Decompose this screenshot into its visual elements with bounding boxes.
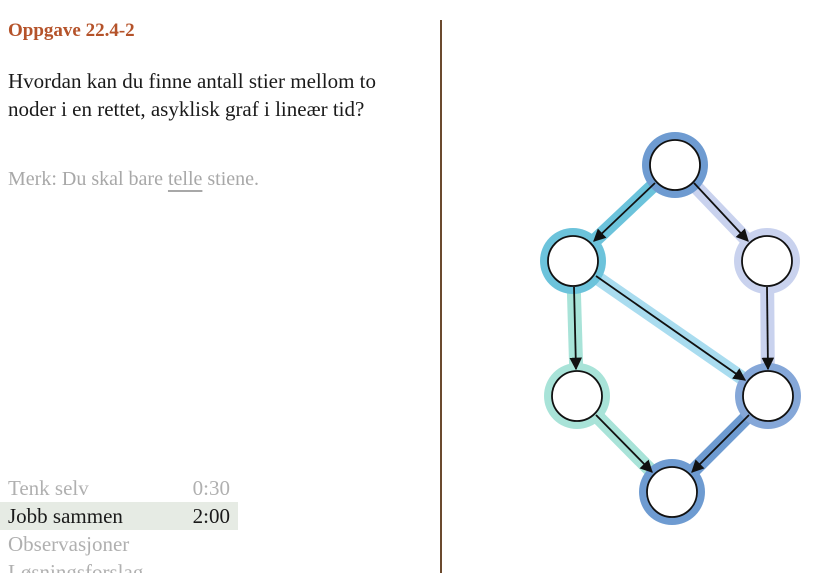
note-suffix: stiene. — [202, 168, 260, 190]
node-bottom — [646, 466, 698, 518]
edge-top-midright — [693, 182, 749, 242]
nodes — [547, 139, 794, 518]
step-list: Tenk selv 0:30 Jobb sammen 2:00 Observas… — [0, 474, 240, 573]
node-top — [649, 139, 701, 191]
vertical-divider — [440, 20, 442, 573]
node-mid-left — [547, 235, 599, 287]
edges — [569, 182, 775, 473]
edge-lowright-bottom — [691, 414, 750, 473]
step-item-observasjoner[interactable]: Observasjoner — [0, 530, 238, 558]
edge-top-midleft — [593, 182, 656, 242]
edge-midright-lowright — [761, 286, 775, 371]
step-time: 2:00 — [192, 504, 230, 528]
step-item-jobb-sammen[interactable]: Jobb sammen 2:00 — [0, 502, 238, 530]
note-text: Merk: Du skal bare telle stiene. — [8, 168, 259, 191]
step-time: 0:30 — [192, 476, 230, 500]
note-prefix: Merk: Du skal bare — [8, 168, 168, 190]
node-mid-right — [741, 235, 793, 287]
step-label: Tenk selv — [8, 476, 89, 500]
exercise-title: Oppgave 22.4-2 — [8, 20, 135, 41]
node-low-left — [551, 370, 603, 422]
question-text: Hvordan kan du finne antall stier mellom… — [8, 69, 376, 121]
step-label: Løsningsforslag — [8, 560, 144, 573]
node-low-right — [742, 370, 794, 422]
note-underlined-word: telle — [167, 168, 203, 190]
edge-midleft-lowright — [595, 275, 747, 381]
step-item-losningsforslag[interactable]: Løsningsforslag — [0, 558, 238, 573]
edge-midleft-lowleft — [569, 286, 583, 371]
dag-graph — [540, 132, 801, 525]
step-item-tenk-selv[interactable]: Tenk selv 0:30 — [0, 474, 238, 502]
step-label: Observasjoner — [8, 532, 130, 556]
edge-lowleft-bottom — [595, 414, 653, 473]
step-label: Jobb sammen — [8, 504, 123, 528]
